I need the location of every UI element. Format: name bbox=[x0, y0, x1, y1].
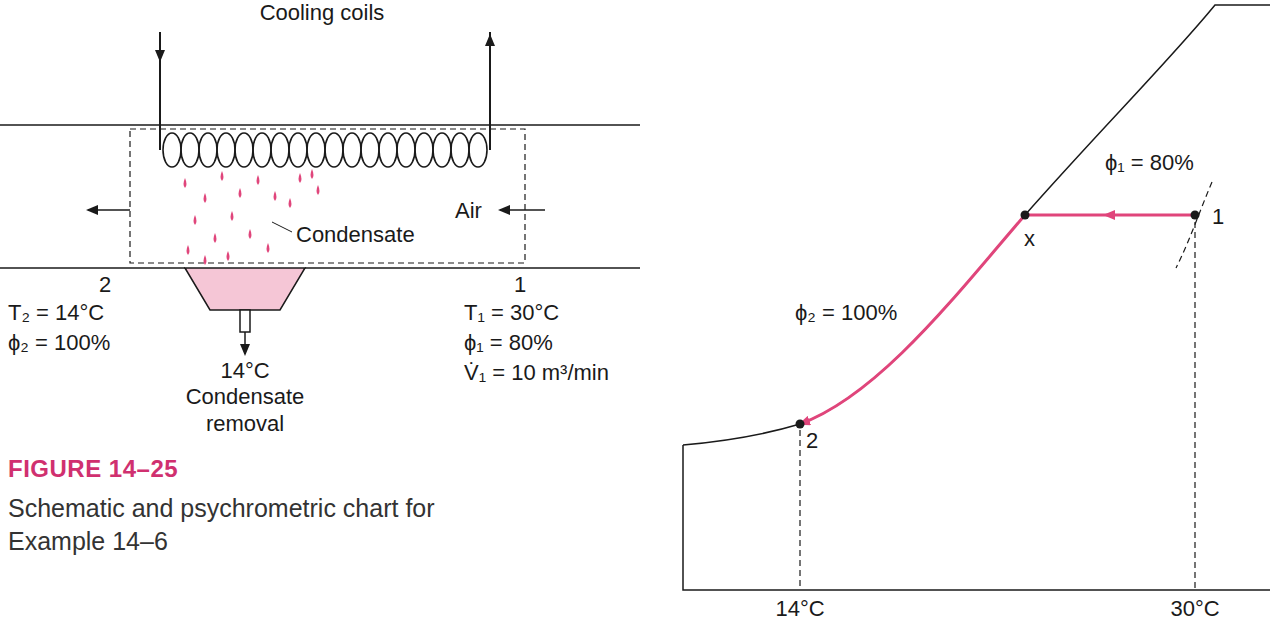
condensate-drop bbox=[289, 198, 292, 208]
coil-loop bbox=[253, 133, 271, 167]
condensate-drop bbox=[194, 215, 197, 225]
condensate-drop bbox=[274, 191, 277, 201]
saturation-curve bbox=[683, 5, 1270, 445]
air-arrow bbox=[88, 209, 130, 211]
condensate-drop bbox=[221, 171, 224, 181]
state-number: 1 bbox=[514, 272, 526, 298]
curve-label: ϕ₁ = 80% bbox=[1105, 150, 1194, 176]
state-point bbox=[1021, 211, 1030, 220]
axis-label: 14°C bbox=[775, 596, 824, 622]
coil-loop bbox=[235, 133, 253, 167]
state-number: 2 bbox=[99, 272, 111, 298]
temperature-line bbox=[1194, 222, 1195, 590]
part-name: 14°C Condensate removal bbox=[175, 358, 315, 437]
humidity-curve bbox=[1176, 182, 1212, 268]
state-value: ϕ₂ = 100% bbox=[8, 330, 110, 356]
state-number: 1 bbox=[1212, 204, 1224, 230]
chart-frame bbox=[683, 445, 1270, 590]
condensate-drop bbox=[214, 233, 217, 243]
coil-loop bbox=[343, 133, 361, 167]
duct-wall bbox=[0, 267, 185, 269]
state-value: ϕ₁ = 80% bbox=[464, 330, 553, 356]
coil-windings bbox=[163, 133, 487, 167]
drain-arrow bbox=[244, 332, 246, 354]
coil-inlet-pipe bbox=[159, 32, 161, 150]
axis-label: 30°C bbox=[1170, 596, 1219, 622]
duct-wall bbox=[305, 267, 640, 269]
state-point bbox=[796, 420, 805, 429]
condensate-drop bbox=[239, 188, 242, 198]
coil-loop bbox=[199, 133, 217, 167]
coil-loop bbox=[217, 133, 235, 167]
state-value: V̇₁ = 10 m³/min bbox=[464, 360, 609, 386]
figure-caption: Schematic and psychrometric chart for Ex… bbox=[8, 492, 488, 557]
coil-loop bbox=[271, 133, 289, 167]
condensate-drop bbox=[184, 178, 187, 188]
coil-loop bbox=[325, 133, 343, 167]
figure-number: FIGURE 14–25 bbox=[8, 455, 178, 483]
condensate-drop bbox=[257, 175, 260, 185]
condensate-drop bbox=[227, 251, 230, 261]
state-number: 2 bbox=[806, 428, 818, 454]
duct-wall bbox=[0, 124, 640, 126]
part-name: Air bbox=[455, 198, 482, 224]
coil-loop bbox=[163, 133, 181, 167]
coil-loop bbox=[451, 133, 469, 167]
part-name: Condensate bbox=[296, 222, 415, 248]
coil-loop bbox=[379, 133, 397, 167]
coil-loop bbox=[307, 133, 325, 167]
state-value: T₁ = 30°C bbox=[464, 300, 559, 326]
coil-loop bbox=[469, 133, 487, 167]
part-name: Cooling coils bbox=[260, 0, 385, 26]
flow-arrow bbox=[489, 36, 491, 70]
condensate-drop bbox=[187, 245, 190, 255]
flow-arrow bbox=[159, 32, 161, 60]
temperature-line bbox=[799, 430, 800, 590]
state-point bbox=[1191, 211, 1200, 220]
drain-pipe bbox=[240, 310, 250, 332]
coil-loop bbox=[289, 133, 307, 167]
condensate-pan bbox=[185, 268, 305, 310]
state-value: T₂ = 14°C bbox=[8, 300, 104, 326]
condensate-drop bbox=[311, 169, 314, 179]
condensate-drop bbox=[204, 193, 207, 203]
air-arrow bbox=[500, 209, 545, 211]
condensate-drop bbox=[267, 243, 270, 253]
coil-loop bbox=[181, 133, 199, 167]
leader-line bbox=[272, 222, 292, 232]
state-number: x bbox=[1024, 226, 1035, 252]
coil-loop bbox=[361, 133, 379, 167]
condensate-drop bbox=[204, 255, 207, 265]
control-volume bbox=[130, 129, 525, 263]
condensate-drop bbox=[299, 173, 302, 183]
coil-loop bbox=[415, 133, 433, 167]
coil-outlet-pipe bbox=[489, 32, 491, 150]
coil-loop bbox=[433, 133, 451, 167]
condensate-drop bbox=[249, 229, 252, 239]
condensate-drop bbox=[317, 185, 320, 195]
curve-label: ϕ₂ = 100% bbox=[795, 300, 897, 326]
condensate-drops bbox=[184, 169, 320, 265]
coil-loop bbox=[397, 133, 415, 167]
cooling-path bbox=[1025, 214, 1195, 217]
condensate-drop bbox=[231, 211, 234, 221]
